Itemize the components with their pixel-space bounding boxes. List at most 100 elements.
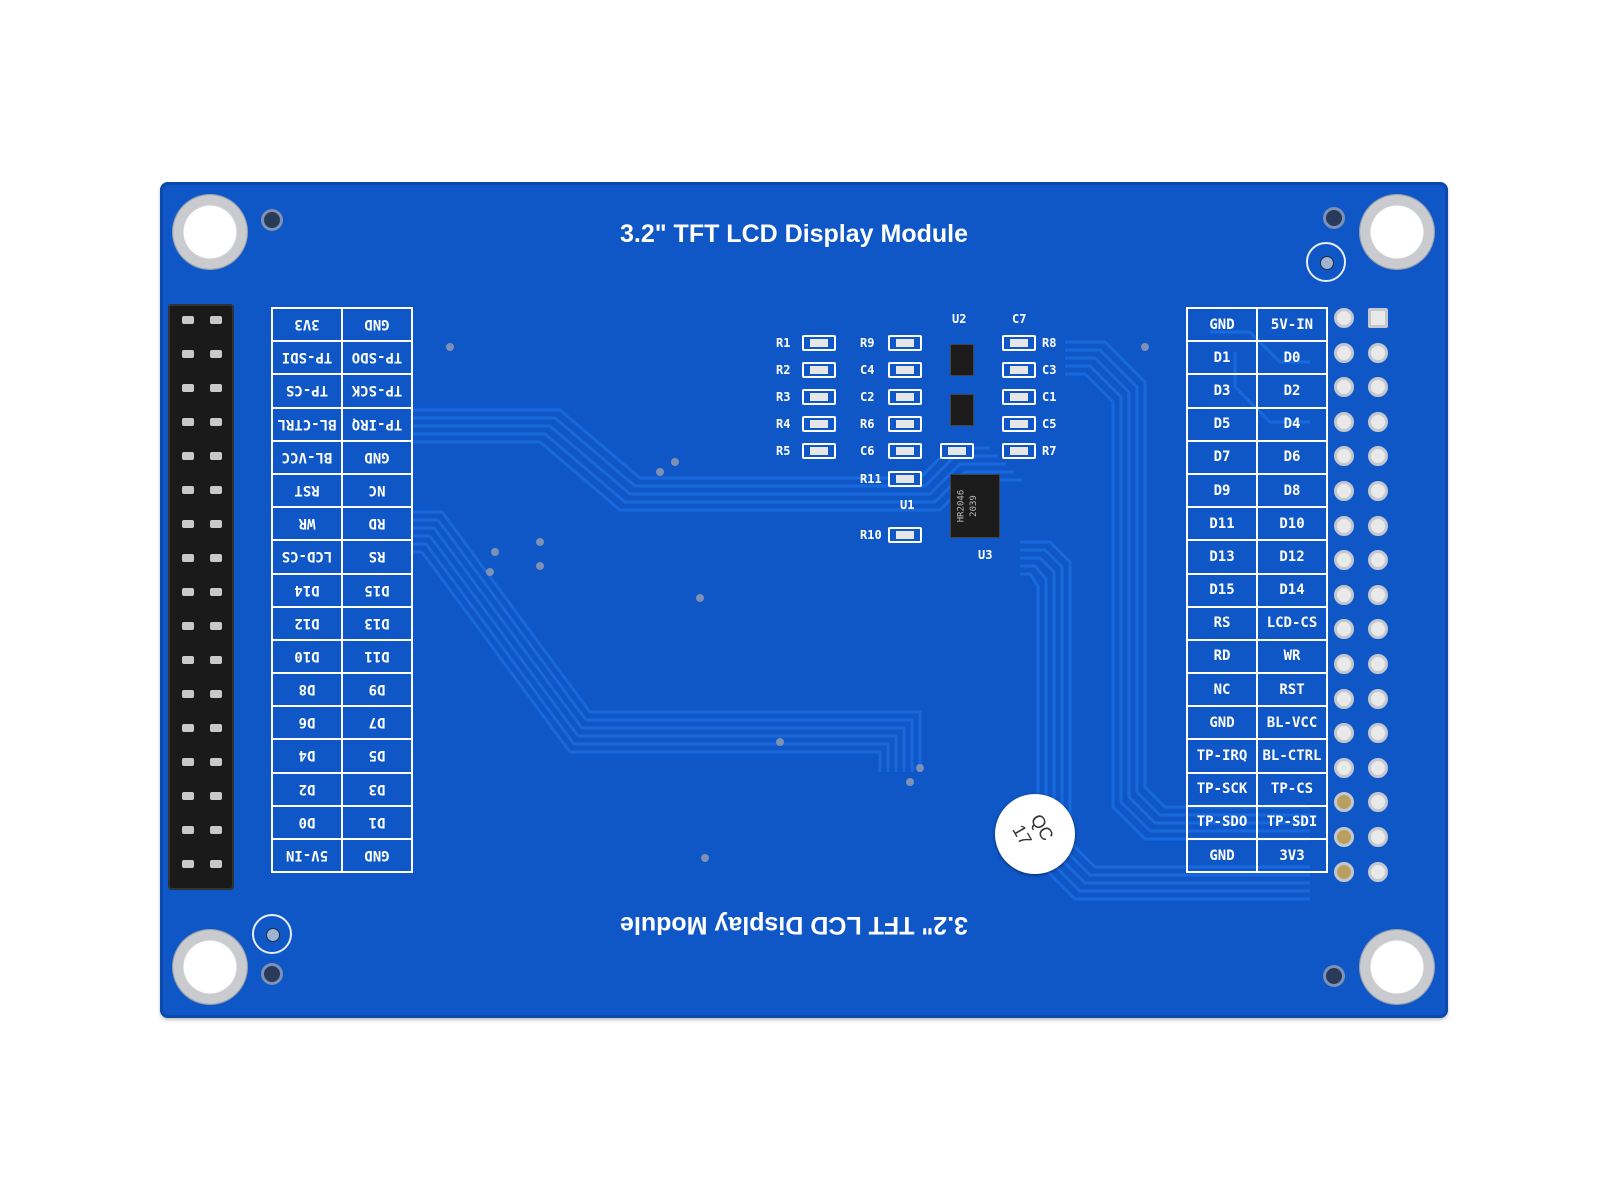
capacitor-c3 bbox=[1002, 362, 1036, 378]
pin-label: GND bbox=[1186, 306, 1258, 343]
header-pin bbox=[210, 350, 222, 358]
header-pad bbox=[1334, 619, 1354, 640]
header-pad bbox=[1368, 550, 1388, 571]
header-pin bbox=[210, 486, 222, 494]
header-pin bbox=[210, 384, 222, 392]
pin-label: D12 bbox=[1256, 539, 1328, 575]
label-r4: R4 bbox=[776, 417, 791, 431]
pin-label: D5 bbox=[1186, 406, 1258, 442]
header-pin bbox=[182, 554, 194, 562]
resistor-r3 bbox=[802, 389, 836, 405]
capacitor-c2 bbox=[888, 389, 922, 405]
header-pin bbox=[182, 860, 194, 868]
label-c2: C2 bbox=[860, 390, 875, 404]
pcb-board: 3.2" TFT LCD Display Module 3.2" TFT LCD… bbox=[160, 182, 1448, 1018]
label-r5: R5 bbox=[776, 444, 791, 458]
pin-label: D9 bbox=[342, 673, 412, 707]
pin-label: D15 bbox=[342, 573, 412, 607]
pin-label: D8 bbox=[1256, 472, 1328, 509]
pin-label: NC bbox=[342, 473, 412, 508]
resistor-r2 bbox=[802, 362, 836, 378]
header-pin bbox=[210, 758, 222, 766]
pin-label: GND bbox=[1186, 705, 1258, 741]
pin-label: D6 bbox=[272, 706, 342, 740]
pin-label: D13 bbox=[342, 606, 412, 640]
pin-label: TP-SDO bbox=[342, 341, 412, 375]
board-title-bottom: 3.2" TFT LCD Display Module bbox=[620, 911, 968, 939]
resistor-r10 bbox=[888, 527, 922, 543]
label-c6: C6 bbox=[860, 444, 875, 458]
header-pad bbox=[1368, 308, 1388, 328]
label-r10: R10 bbox=[860, 528, 882, 542]
via bbox=[264, 212, 280, 228]
pin-label: D4 bbox=[272, 739, 342, 773]
pin-label: NC bbox=[1186, 672, 1258, 708]
pin-label: 3V3 bbox=[1256, 837, 1328, 874]
mounting-hole-bottom-left bbox=[173, 930, 247, 1004]
label-u1: U1 bbox=[900, 498, 915, 512]
header-pad bbox=[1334, 446, 1354, 467]
pin-label: BL-VCC bbox=[272, 440, 342, 474]
header-pad bbox=[1334, 550, 1354, 571]
pin-label: GND bbox=[342, 839, 412, 873]
header-pad bbox=[1334, 827, 1354, 847]
label-u2: U2 bbox=[952, 312, 967, 326]
pin-label: D2 bbox=[1256, 373, 1328, 409]
pin-label: BL-CTRL bbox=[1256, 738, 1328, 774]
header-pin bbox=[210, 554, 222, 562]
pin-label: GND bbox=[342, 308, 412, 342]
pin-header-left bbox=[168, 304, 234, 890]
pin-label: 5V-IN bbox=[272, 839, 342, 873]
label-r11: R11 bbox=[860, 472, 882, 486]
pin-label: LCD-CS bbox=[1256, 605, 1328, 641]
header-pad bbox=[1368, 619, 1388, 640]
pin-label: D9 bbox=[1186, 472, 1258, 509]
pin-label: D5 bbox=[342, 739, 412, 773]
pin-label: RS bbox=[342, 540, 412, 574]
pin-label: D13 bbox=[1186, 539, 1258, 575]
pin-label: D4 bbox=[1256, 406, 1328, 442]
pin-label: D0 bbox=[1256, 340, 1328, 376]
header-pad bbox=[1334, 792, 1354, 813]
chip-u2-upper bbox=[950, 344, 974, 376]
header-pad bbox=[1368, 861, 1388, 882]
header-pin bbox=[182, 418, 194, 426]
pin-label: D2 bbox=[272, 772, 342, 806]
header-pin bbox=[182, 486, 194, 494]
qc-sticker: QC 17 bbox=[995, 794, 1075, 874]
capacitor-c6 bbox=[888, 443, 922, 459]
pin-label: TP-SDI bbox=[272, 341, 342, 375]
pin-label: D12 bbox=[272, 606, 342, 640]
mounting-hole-top-right bbox=[1360, 195, 1434, 269]
pin-label: RST bbox=[272, 473, 342, 508]
header-pad bbox=[1334, 688, 1354, 709]
pin-label: BL-VCC bbox=[1256, 705, 1328, 741]
label-r9: R9 bbox=[860, 336, 875, 350]
header-pad bbox=[1334, 481, 1354, 501]
header-pin bbox=[182, 758, 194, 766]
header-pad bbox=[1334, 757, 1354, 778]
header-pad bbox=[1368, 515, 1388, 536]
label-u3: U3 bbox=[978, 548, 993, 562]
capacitor-c1 bbox=[1002, 389, 1036, 405]
pin-label: BL-CTRL bbox=[272, 407, 342, 441]
label-c3: C3 bbox=[1042, 363, 1057, 377]
mounting-hole-bottom-right bbox=[1360, 930, 1434, 1004]
header-pad bbox=[1368, 792, 1388, 813]
